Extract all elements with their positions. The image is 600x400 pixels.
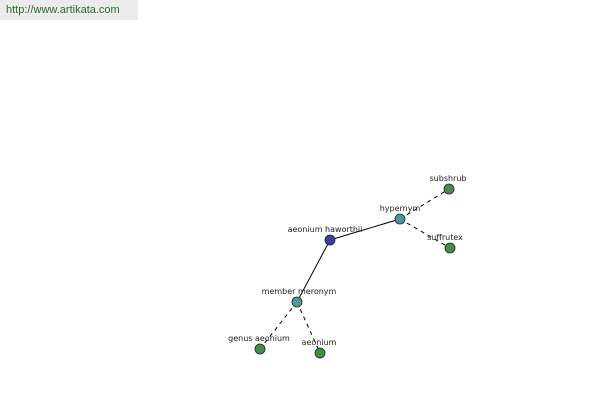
edge-member-meronym-aeonium xyxy=(296,301,321,354)
node-hypernym[interactable] xyxy=(394,213,406,225)
label-subshrub[interactable]: subshrub xyxy=(430,174,467,183)
label-center[interactable]: aeonium haworthii xyxy=(288,225,363,234)
edge-hypernym-suffrutex xyxy=(399,218,451,249)
label-genus-aeonium[interactable]: genus aeonium xyxy=(228,334,290,343)
node-center[interactable] xyxy=(324,234,336,246)
url-banner[interactable]: http://www.artikata.com xyxy=(0,0,138,20)
label-hypernym[interactable]: hypernym xyxy=(380,204,421,213)
label-aeonium[interactable]: aeonium xyxy=(302,338,337,347)
nodes-layer xyxy=(254,183,456,359)
edge-center-hypernym xyxy=(329,218,401,241)
labels-layer: aeonium haworthii hypernym member meronym s… xyxy=(228,174,466,347)
node-suffrutex[interactable] xyxy=(444,242,456,254)
node-aeonium[interactable] xyxy=(314,347,326,359)
label-member-meronym[interactable]: member meronym xyxy=(262,287,337,296)
node-genus-aeonium[interactable] xyxy=(254,343,266,355)
edge-hypernym-subshrub xyxy=(399,188,450,220)
node-member-meronym[interactable] xyxy=(291,296,303,308)
edge-center-member-meronym xyxy=(296,239,331,303)
edges-layer xyxy=(259,188,451,354)
label-suffrutex[interactable]: suffrutex xyxy=(427,233,463,242)
node-subshrub[interactable] xyxy=(443,183,455,195)
edge-member-meronym-genus-aeonium xyxy=(259,301,298,350)
